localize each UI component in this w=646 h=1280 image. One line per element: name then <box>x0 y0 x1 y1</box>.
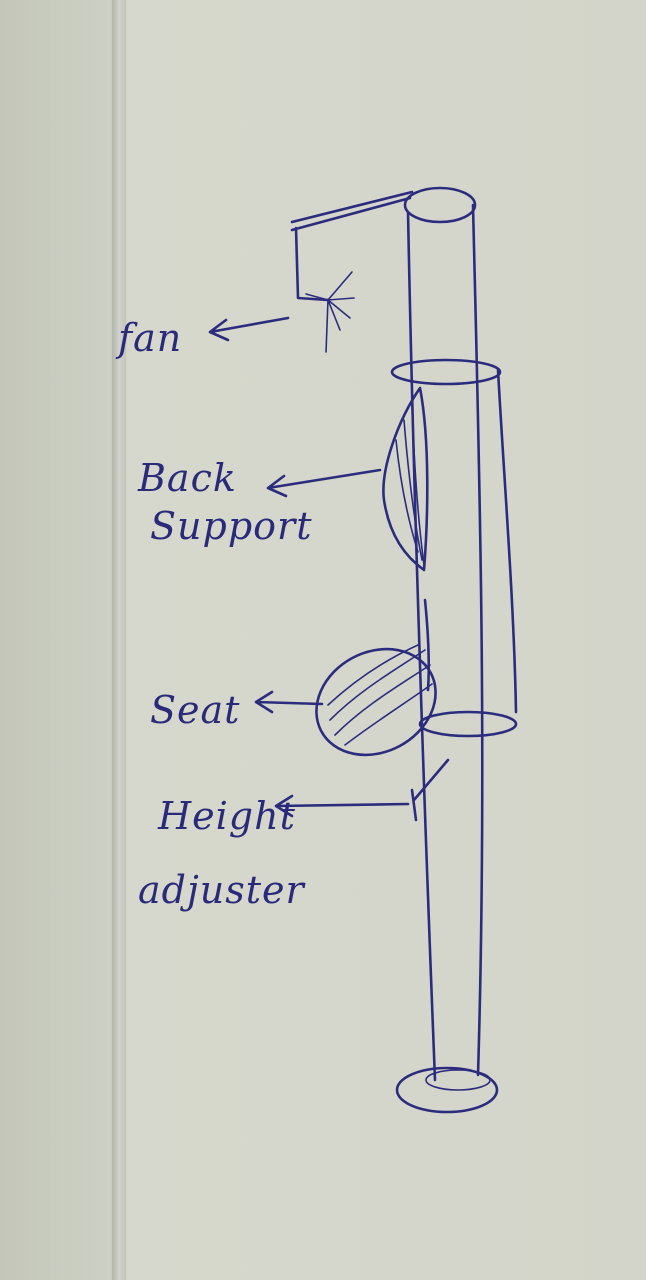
label-back-support-2: Support <box>150 506 312 546</box>
sleeve-bottom <box>420 712 516 736</box>
pole-top-cap <box>405 188 475 222</box>
label-height-adjuster-1: Height <box>158 796 296 836</box>
back-support-arrow <box>268 470 380 496</box>
pole-right-edge <box>473 205 482 1075</box>
seat-hatch <box>328 645 432 745</box>
label-height-adjuster-2: adjuster <box>138 870 305 910</box>
seat-arrow <box>256 692 322 712</box>
fan-blades <box>306 272 354 352</box>
fan-arm <box>292 192 412 300</box>
seat-shape <box>298 629 454 776</box>
label-seat: Seat <box>150 690 240 730</box>
back-support-hatch <box>396 405 424 565</box>
label-fan: fan <box>118 318 182 358</box>
sleeve-top <box>392 360 500 384</box>
label-back-support-1: Back <box>138 458 237 498</box>
sleeve-right <box>498 370 516 712</box>
fan-arrow <box>210 318 288 340</box>
height-adjuster-mark <box>412 760 448 820</box>
seat-stem <box>425 600 429 690</box>
pole-left-edge <box>408 212 435 1080</box>
